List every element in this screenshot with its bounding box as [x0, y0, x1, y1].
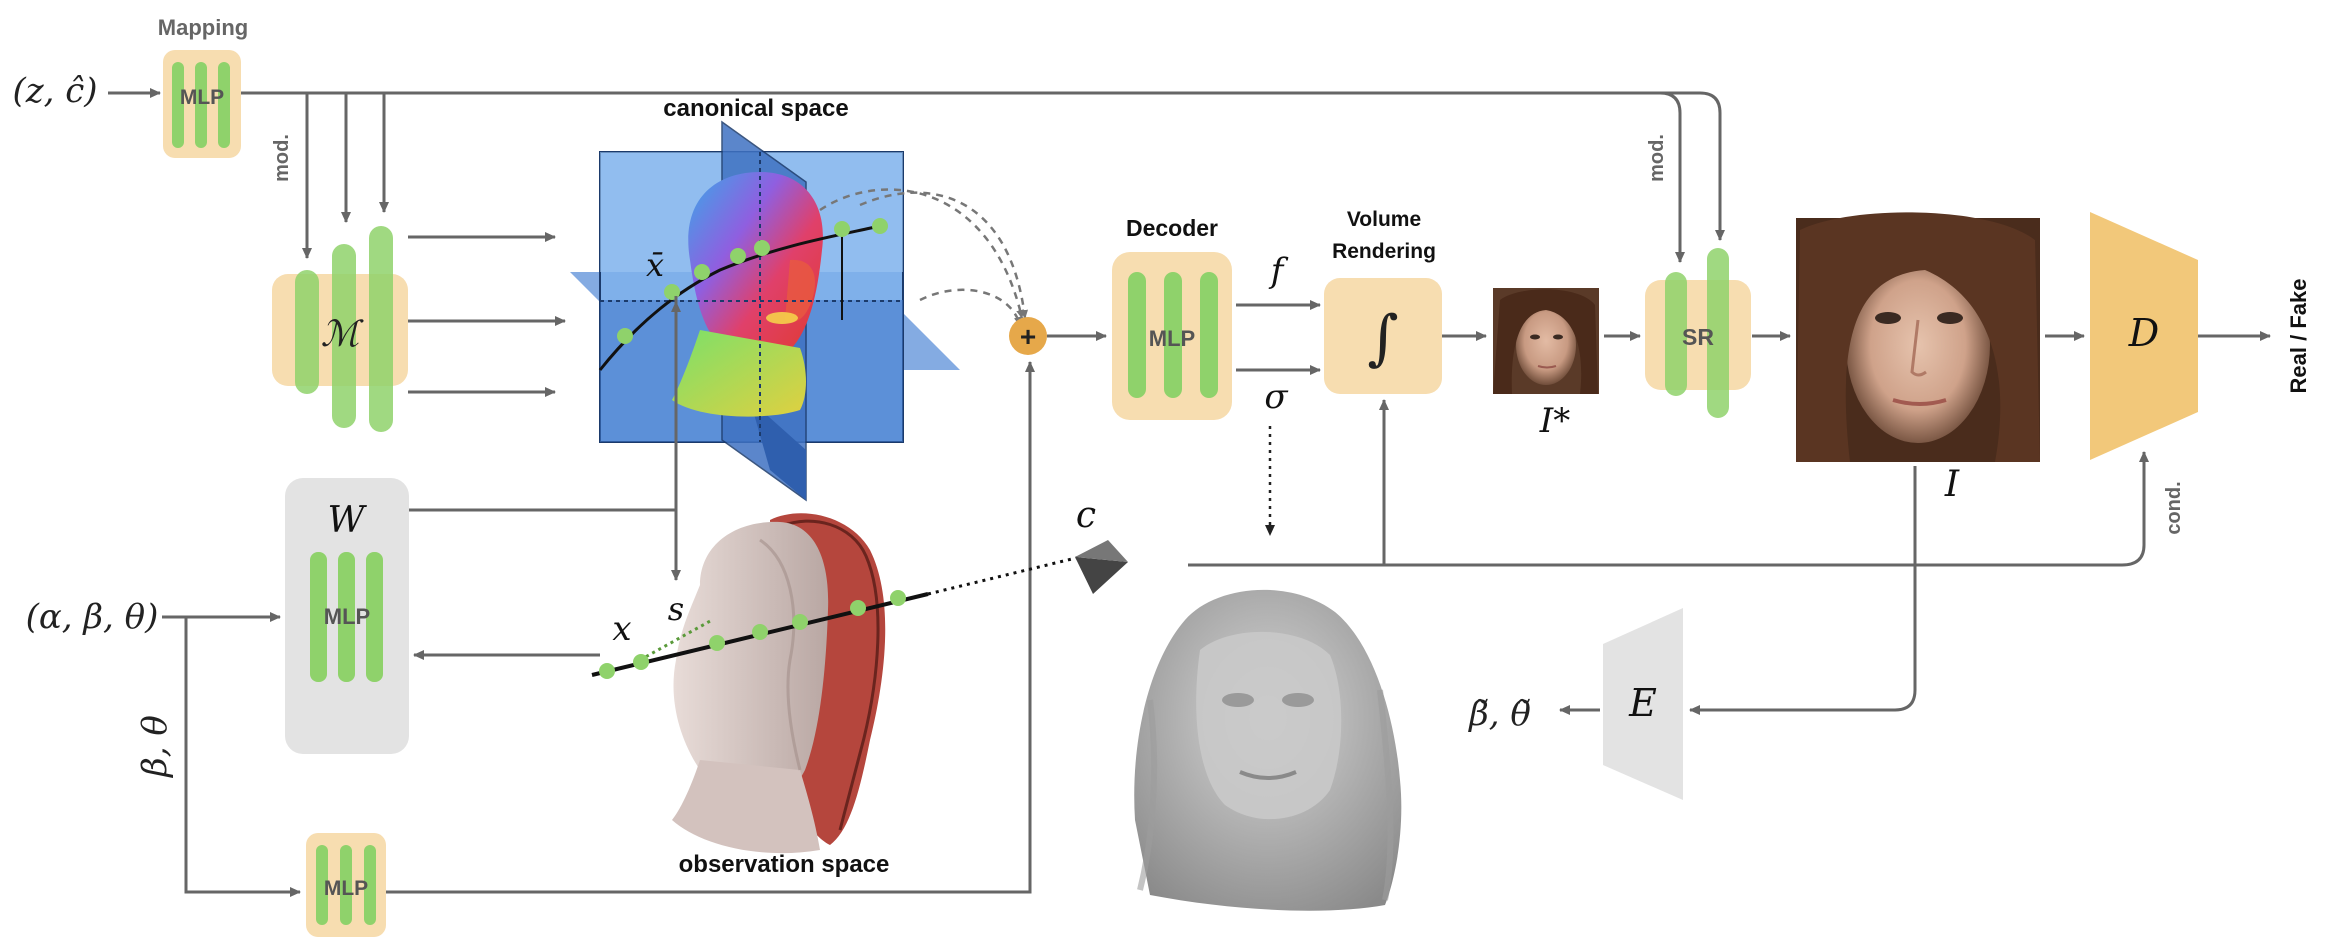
- mapping-mlp-block: MLP: [163, 50, 241, 158]
- observation-head-illustration: [591, 513, 1128, 854]
- s-label: s: [668, 590, 684, 628]
- i-star-label: I*: [1539, 401, 1570, 441]
- integral-symbol: ∫: [1367, 303, 1398, 373]
- encoder-block: E: [1603, 608, 1683, 800]
- image-to-encoder-line: [1689, 466, 1917, 715]
- bottom-mlp-to-plus-line: [386, 361, 1035, 894]
- volume-rendering-label-1: Volume: [1347, 208, 1421, 231]
- sr-label: SR: [1682, 324, 1714, 350]
- bottom-mlp-block: MLP: [306, 833, 386, 937]
- beta-theta-vertical-label: β, θ: [135, 715, 175, 779]
- plus-node: +: [1009, 317, 1047, 355]
- z-c-input: (z, ĉ): [12, 71, 97, 111]
- beta-theta-tilde-output: β̃, θ̃: [1467, 694, 1531, 734]
- decoder-mlp-label: MLP: [1149, 326, 1195, 351]
- d-label: D: [2128, 311, 2159, 355]
- real-fake-label: Real / Fake: [2286, 279, 2311, 394]
- decoder-mlp-block: MLP: [1112, 252, 1232, 420]
- w-mlp-label: MLP: [324, 604, 370, 629]
- w-label: W: [327, 500, 367, 541]
- volume-rendering-block: ∫: [1324, 278, 1442, 394]
- svg-text:+: +: [1020, 321, 1036, 352]
- f-label: f: [1268, 251, 1289, 291]
- high-res-image: [1796, 212, 2040, 462]
- x-bar-label: x̄: [646, 246, 664, 284]
- m-block: ℳ: [272, 226, 408, 432]
- volume-rendering-label-2: Rendering: [1332, 240, 1436, 263]
- mod-label-left: mod.: [271, 134, 293, 182]
- dashed-feature-arrow-1: [819, 188, 1025, 319]
- sigma-label: σ: [1264, 377, 1288, 417]
- mapping-label: Mapping: [158, 15, 248, 40]
- low-res-image: [1493, 288, 1599, 394]
- canonical-space-label: canonical space: [663, 95, 848, 122]
- bottom-mlp-label: MLP: [324, 877, 368, 900]
- m-label: ℳ: [321, 314, 364, 355]
- x-label: x: [612, 609, 631, 649]
- mapping-mlp-label: MLP: [180, 86, 224, 109]
- mapping-to-sr-line-2: [1660, 91, 1725, 241]
- dashed-feature-arrow-3: [919, 288, 1022, 326]
- e-label: E: [1628, 681, 1657, 725]
- camera-cond-line: [1188, 451, 2149, 567]
- alpha-beta-theta-input: (α, β, θ): [26, 597, 159, 637]
- geometry-head-illustration: [1134, 589, 1402, 911]
- cond-label: cond.: [2163, 481, 2185, 534]
- decoder-label: Decoder: [1126, 215, 1218, 241]
- discriminator-block: D: [2090, 212, 2198, 460]
- beta-theta-branch: [184, 617, 301, 897]
- triplane-illustration: [570, 120, 960, 502]
- observation-space-label: observation space: [679, 851, 890, 878]
- dashed-feature-arrow-2: [859, 191, 1028, 319]
- mod-label-right: mod.: [1646, 134, 1668, 182]
- i-label: I: [1944, 464, 1960, 505]
- sr-block: SR: [1645, 248, 1751, 418]
- w-mlp-block: W MLP: [285, 478, 409, 754]
- c-label: c: [1076, 495, 1096, 536]
